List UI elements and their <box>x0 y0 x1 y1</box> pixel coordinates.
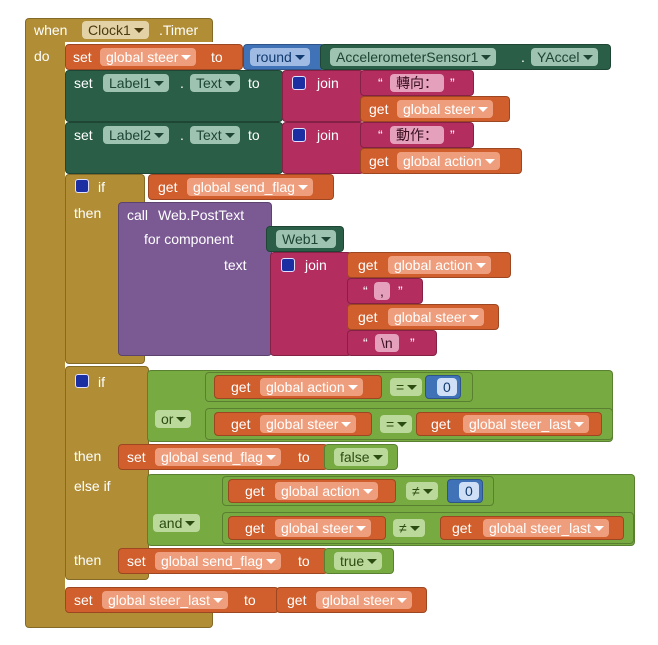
get-label: get <box>245 483 265 499</box>
var-dropdown-global-steer[interactable]: global steer <box>397 100 494 118</box>
property-dropdown-yaccel[interactable]: YAccel <box>531 48 598 66</box>
var-dropdown-steer-last[interactable]: global steer_last <box>483 519 609 537</box>
get-label: get <box>369 101 389 117</box>
call-label: call <box>127 207 149 223</box>
open-quote: “ <box>363 283 368 299</box>
var-dropdown-global-steer[interactable]: global steer <box>275 519 372 537</box>
property-dropdown-text[interactable]: Text <box>190 74 240 92</box>
else-if-label: else if <box>74 478 111 494</box>
join-label: join <box>305 257 327 273</box>
math-dropdown-round[interactable]: round <box>250 48 310 66</box>
var-dropdown-global-action[interactable]: global action <box>275 482 378 500</box>
var-dropdown-global-action[interactable]: global action <box>397 152 500 170</box>
get-label: get <box>231 379 251 395</box>
var-dropdown-send-flag[interactable]: global send_flag <box>155 448 281 466</box>
open-quote: “ <box>378 127 383 143</box>
close-quote: ” <box>450 127 455 143</box>
to-label: to <box>211 49 223 65</box>
to-label: to <box>248 127 260 143</box>
open-quote: “ <box>378 75 383 91</box>
set-label2-text-block[interactable] <box>65 122 283 174</box>
then-label: then <box>74 552 102 568</box>
component-dropdown-accelerometer[interactable]: AccelerometerSensor1 <box>330 48 497 66</box>
component-dropdown-label1[interactable]: Label1 <box>103 74 170 92</box>
var-dropdown-global-steer[interactable]: global steer <box>316 591 413 609</box>
method-label-web-posttext: Web.PostText <box>158 207 245 223</box>
compare-op-dropdown[interactable]: ≠ <box>393 519 425 537</box>
get-label: get <box>287 592 307 608</box>
mutator-icon[interactable] <box>75 374 89 388</box>
mutator-icon[interactable] <box>292 76 306 90</box>
to-label: to <box>248 75 260 91</box>
timer-event-label: .Timer <box>159 22 199 38</box>
set-label: set <box>74 127 93 143</box>
text-field-newline[interactable]: \n <box>375 334 399 352</box>
number-field-zero[interactable]: 0 <box>437 378 457 396</box>
then-label: then <box>74 448 102 464</box>
if-label: if <box>98 179 105 195</box>
get-label: get <box>358 309 378 325</box>
if-label: if <box>98 374 105 390</box>
boolean-dropdown-true[interactable]: true <box>334 552 383 570</box>
get-label: get <box>452 520 472 536</box>
join-label: join <box>317 127 339 143</box>
set-label: set <box>127 553 146 569</box>
set-label: set <box>74 75 93 91</box>
close-quote: ” <box>410 335 415 351</box>
var-dropdown-global-steer[interactable]: global steer <box>260 415 357 433</box>
var-dropdown-global-action[interactable]: global action <box>388 256 491 274</box>
var-dropdown-steer-last[interactable]: global steer_last <box>102 591 228 609</box>
if-elseif-block[interactable] <box>65 366 149 580</box>
text-param-label: text <box>224 257 247 273</box>
when-label: when <box>34 22 68 38</box>
mutator-icon[interactable] <box>75 179 89 193</box>
then-label: then <box>74 205 102 221</box>
text-field-steer-label[interactable]: 轉向： <box>390 74 444 92</box>
dot-label: . <box>521 49 525 65</box>
set-label1-text-block[interactable] <box>65 70 283 122</box>
do-label: do <box>34 48 50 64</box>
dot-label: . <box>180 75 184 91</box>
logic-dropdown-or[interactable]: or <box>155 410 192 428</box>
set-label: set <box>73 49 92 65</box>
text-field-comma[interactable]: , <box>374 282 390 300</box>
get-label: get <box>245 520 265 536</box>
get-label: get <box>431 416 451 432</box>
compare-op-dropdown[interactable]: ≠ <box>406 482 438 500</box>
get-label: get <box>231 416 251 432</box>
component-dropdown-label2[interactable]: Label2 <box>103 126 170 144</box>
for-component-label: for component <box>144 231 234 247</box>
set-label: set <box>127 449 146 465</box>
var-dropdown-global-steer[interactable]: global steer <box>100 48 197 66</box>
var-dropdown-global-action[interactable]: global action <box>260 378 363 396</box>
number-field-zero[interactable]: 0 <box>459 482 479 500</box>
to-label: to <box>298 553 310 569</box>
logic-dropdown-and[interactable]: and <box>153 514 201 532</box>
set-label: set <box>74 592 93 608</box>
compare-op-dropdown[interactable]: = <box>380 415 413 433</box>
close-quote: ” <box>398 283 403 299</box>
var-dropdown-send-flag[interactable]: global send_flag <box>155 552 281 570</box>
property-dropdown-text[interactable]: Text <box>190 126 240 144</box>
text-field-action-label[interactable]: 動作： <box>390 126 444 144</box>
var-dropdown-global-steer[interactable]: global steer <box>388 308 485 326</box>
component-dropdown-clock1[interactable]: Clock1 <box>82 21 149 39</box>
mutator-icon[interactable] <box>281 258 295 272</box>
compare-op-dropdown[interactable]: = <box>390 378 423 396</box>
to-label: to <box>244 592 256 608</box>
close-quote: ” <box>450 75 455 91</box>
mutator-icon[interactable] <box>292 128 306 142</box>
boolean-dropdown-false[interactable]: false <box>334 448 388 466</box>
get-label: get <box>158 179 178 195</box>
component-dropdown-web1[interactable]: Web1 <box>276 230 337 248</box>
var-dropdown-steer-last[interactable]: global steer_last <box>463 415 589 433</box>
open-quote: “ <box>363 335 368 351</box>
call-web-posttext-block[interactable] <box>118 202 272 356</box>
join-label: join <box>317 75 339 91</box>
to-label: to <box>298 449 310 465</box>
dot-label: . <box>180 127 184 143</box>
get-label: get <box>358 257 378 273</box>
var-dropdown-send-flag[interactable]: global send_flag <box>187 178 313 196</box>
get-label: get <box>369 153 389 169</box>
